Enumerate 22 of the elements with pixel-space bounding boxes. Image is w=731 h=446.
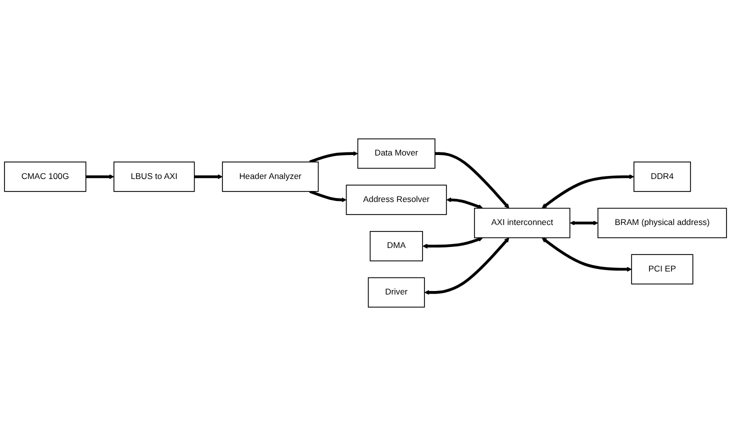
node-box: CMAC 100G [4, 162, 86, 192]
node-box: DDR4 [634, 162, 691, 192]
node-box: AXI interconnect [474, 208, 570, 238]
arrow [570, 220, 598, 226]
arrow [309, 151, 358, 164]
node-box: PCI EP [631, 254, 694, 284]
node-box: Data Mover [357, 138, 436, 169]
arrow [86, 174, 114, 180]
arrow [434, 152, 510, 208]
arrow [309, 190, 347, 202]
arrow [542, 238, 632, 272]
node-box: BRAM (physical address) [598, 208, 727, 238]
node-box: DMA [370, 231, 423, 262]
node-box: LBUS to AXI [113, 162, 195, 192]
arrow [422, 236, 484, 249]
node-box: Header Analyzer [222, 162, 319, 192]
arrow [194, 174, 223, 180]
node-box: Driver [368, 277, 425, 308]
arrow [542, 174, 634, 208]
arrow [446, 197, 484, 210]
node-box: Address Resolver [346, 184, 447, 215]
arrow [424, 238, 510, 295]
